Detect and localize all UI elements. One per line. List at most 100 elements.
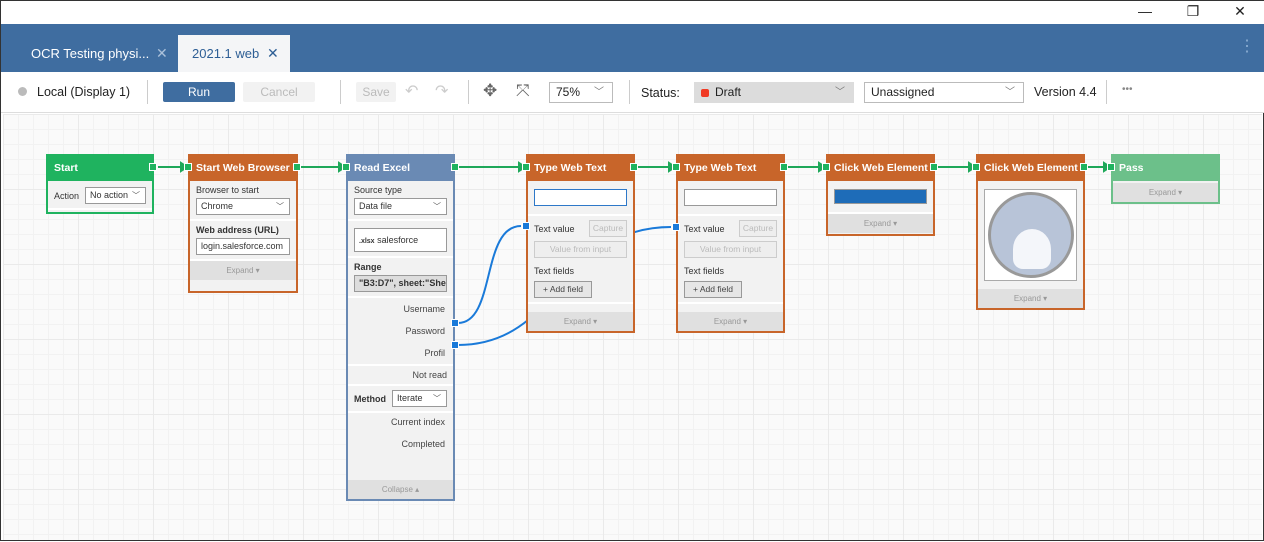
more-vertical-icon[interactable]: ⋮ bbox=[1239, 38, 1255, 55]
chevron-down-icon: ﹀ bbox=[433, 202, 441, 211]
cancel-button[interactable]: Cancel bbox=[243, 82, 315, 102]
url-input[interactable]: login.salesforce.com bbox=[196, 238, 290, 255]
node-title: Type Web Text bbox=[678, 156, 783, 181]
chevron-down-icon: ﹀ bbox=[594, 87, 604, 98]
input-port[interactable] bbox=[522, 163, 530, 171]
value-from-input-button[interactable]: Value from input bbox=[534, 241, 627, 258]
text-value-label: Text value bbox=[684, 223, 725, 234]
input-port[interactable] bbox=[1107, 163, 1115, 171]
divider bbox=[340, 80, 341, 104]
close-tab-icon[interactable]: ✕ bbox=[267, 45, 279, 61]
target-label[interactable]: Local (Display 1) bbox=[37, 85, 131, 99]
output-port[interactable] bbox=[293, 163, 301, 171]
node-title: Start Web Browser bbox=[190, 156, 296, 181]
tab-2021-web[interactable]: 2021.1 web✕ bbox=[178, 35, 290, 72]
node-title: Type Web Text bbox=[528, 156, 633, 181]
status-label: Status: bbox=[641, 86, 680, 100]
password-port[interactable] bbox=[451, 341, 459, 349]
expand-button[interactable]: Expand ▾ bbox=[978, 289, 1083, 308]
output-port[interactable] bbox=[930, 163, 938, 171]
current-index-output: Current index bbox=[390, 417, 445, 427]
browser-select[interactable]: Chrome﹀ bbox=[196, 198, 290, 215]
element-preview[interactable] bbox=[684, 189, 777, 206]
save-button[interactable]: Save bbox=[356, 82, 396, 102]
output-port[interactable] bbox=[1080, 163, 1088, 171]
file-picker[interactable]: .xlsx salesforce bbox=[354, 228, 447, 252]
source-type-label: Source type bbox=[354, 185, 403, 195]
close-window-button[interactable]: ✕ bbox=[1234, 3, 1246, 19]
text-fields-label: Text fields bbox=[684, 266, 725, 276]
output-port[interactable] bbox=[149, 163, 157, 171]
output-port[interactable] bbox=[780, 163, 788, 171]
output-port[interactable] bbox=[451, 163, 459, 171]
add-field-button[interactable]: + Add field bbox=[534, 281, 592, 298]
completed-output: Completed bbox=[401, 439, 445, 449]
node-title: Click Web Element bbox=[828, 156, 933, 181]
zoom-value: 75% bbox=[556, 85, 581, 99]
close-tab-icon[interactable]: ✕ bbox=[156, 45, 168, 61]
xlsx-file-icon: .xlsx bbox=[359, 238, 375, 245]
add-field-button[interactable]: + Add field bbox=[684, 281, 742, 298]
expand-button[interactable]: Expand ▾ bbox=[190, 261, 296, 280]
method-value: Iterate bbox=[397, 393, 423, 403]
pan-icon[interactable]: ✥ bbox=[483, 81, 498, 100]
title-bar: — ❐ ✕ bbox=[1, 1, 1264, 24]
tab-label: OCR Testing physi... bbox=[31, 46, 150, 61]
output-profil: Profil bbox=[424, 348, 445, 358]
redo-icon[interactable]: ↷ bbox=[435, 83, 449, 100]
node-click-web-element[interactable]: Click Web Element Expand ▾ bbox=[826, 154, 935, 236]
expand-button[interactable]: Expand ▾ bbox=[678, 312, 783, 331]
text-fields-label: Text fields bbox=[534, 266, 575, 276]
text-value-port[interactable] bbox=[522, 222, 530, 230]
version-label: Version 4.4 bbox=[1034, 85, 1097, 99]
action-label: Action bbox=[54, 190, 80, 201]
more-options-icon[interactable]: ••• bbox=[1122, 84, 1133, 95]
status-dot-icon bbox=[701, 89, 709, 97]
status-value: Draft bbox=[715, 85, 742, 99]
expand-button[interactable]: Expand ▾ bbox=[828, 214, 933, 233]
action-select[interactable]: No action﹀ bbox=[85, 187, 146, 204]
text-value-port[interactable] bbox=[672, 223, 680, 231]
assignee-select[interactable]: Unassigned﹀ bbox=[864, 82, 1024, 103]
username-port[interactable] bbox=[451, 319, 459, 327]
fit-to-screen-icon[interactable]: ⤧ bbox=[516, 81, 530, 100]
tab-ocr-testing[interactable]: OCR Testing physi... ✕ bbox=[17, 35, 177, 72]
range-input[interactable]: "B3:D7", sheet:"Sheet1" bbox=[354, 275, 447, 292]
run-button[interactable]: Run bbox=[163, 82, 235, 102]
expand-button[interactable]: Expand ▾ bbox=[528, 312, 633, 331]
input-port[interactable] bbox=[342, 163, 350, 171]
node-click-web-element[interactable]: Click Web Element Expand ▾ bbox=[976, 154, 1085, 310]
tab-bar: OCR Testing physi... ✕ 2021.1 web✕ ⋮ bbox=[1, 24, 1264, 72]
collapse-button[interactable]: Collapse ▴ bbox=[348, 480, 453, 499]
method-select[interactable]: Iterate﹀ bbox=[392, 390, 447, 407]
source-type-value: Data file bbox=[359, 201, 393, 211]
zoom-select[interactable]: 75% ﹀ bbox=[549, 82, 613, 103]
restore-button[interactable]: ❐ bbox=[1186, 3, 1200, 19]
status-select[interactable]: Draft ﹀ bbox=[694, 82, 854, 103]
element-preview[interactable] bbox=[534, 189, 627, 206]
capture-button[interactable]: Capture bbox=[589, 220, 627, 237]
input-port[interactable] bbox=[972, 163, 980, 171]
chevron-down-icon: ﹀ bbox=[835, 87, 845, 98]
expand-button[interactable]: Expand ▾ bbox=[1113, 183, 1218, 202]
minimize-button[interactable]: — bbox=[1138, 3, 1152, 19]
output-port[interactable] bbox=[630, 163, 638, 171]
divider bbox=[468, 80, 469, 104]
input-port[interactable] bbox=[822, 163, 830, 171]
undo-icon[interactable]: ↶ bbox=[405, 83, 419, 100]
chevron-down-icon: ﹀ bbox=[132, 191, 140, 200]
capture-button[interactable]: Capture bbox=[739, 220, 777, 237]
assignee-value: Unassigned bbox=[871, 85, 935, 99]
node-pass[interactable]: Pass Expand ▾ bbox=[1111, 154, 1220, 204]
source-type-select[interactable]: Data file ﹀ bbox=[354, 198, 447, 215]
input-port[interactable] bbox=[184, 163, 192, 171]
element-screenshot bbox=[834, 189, 927, 204]
input-port[interactable] bbox=[672, 163, 680, 171]
chevron-down-icon: ﹀ bbox=[276, 202, 284, 211]
value-from-input-button[interactable]: Value from input bbox=[684, 241, 777, 258]
